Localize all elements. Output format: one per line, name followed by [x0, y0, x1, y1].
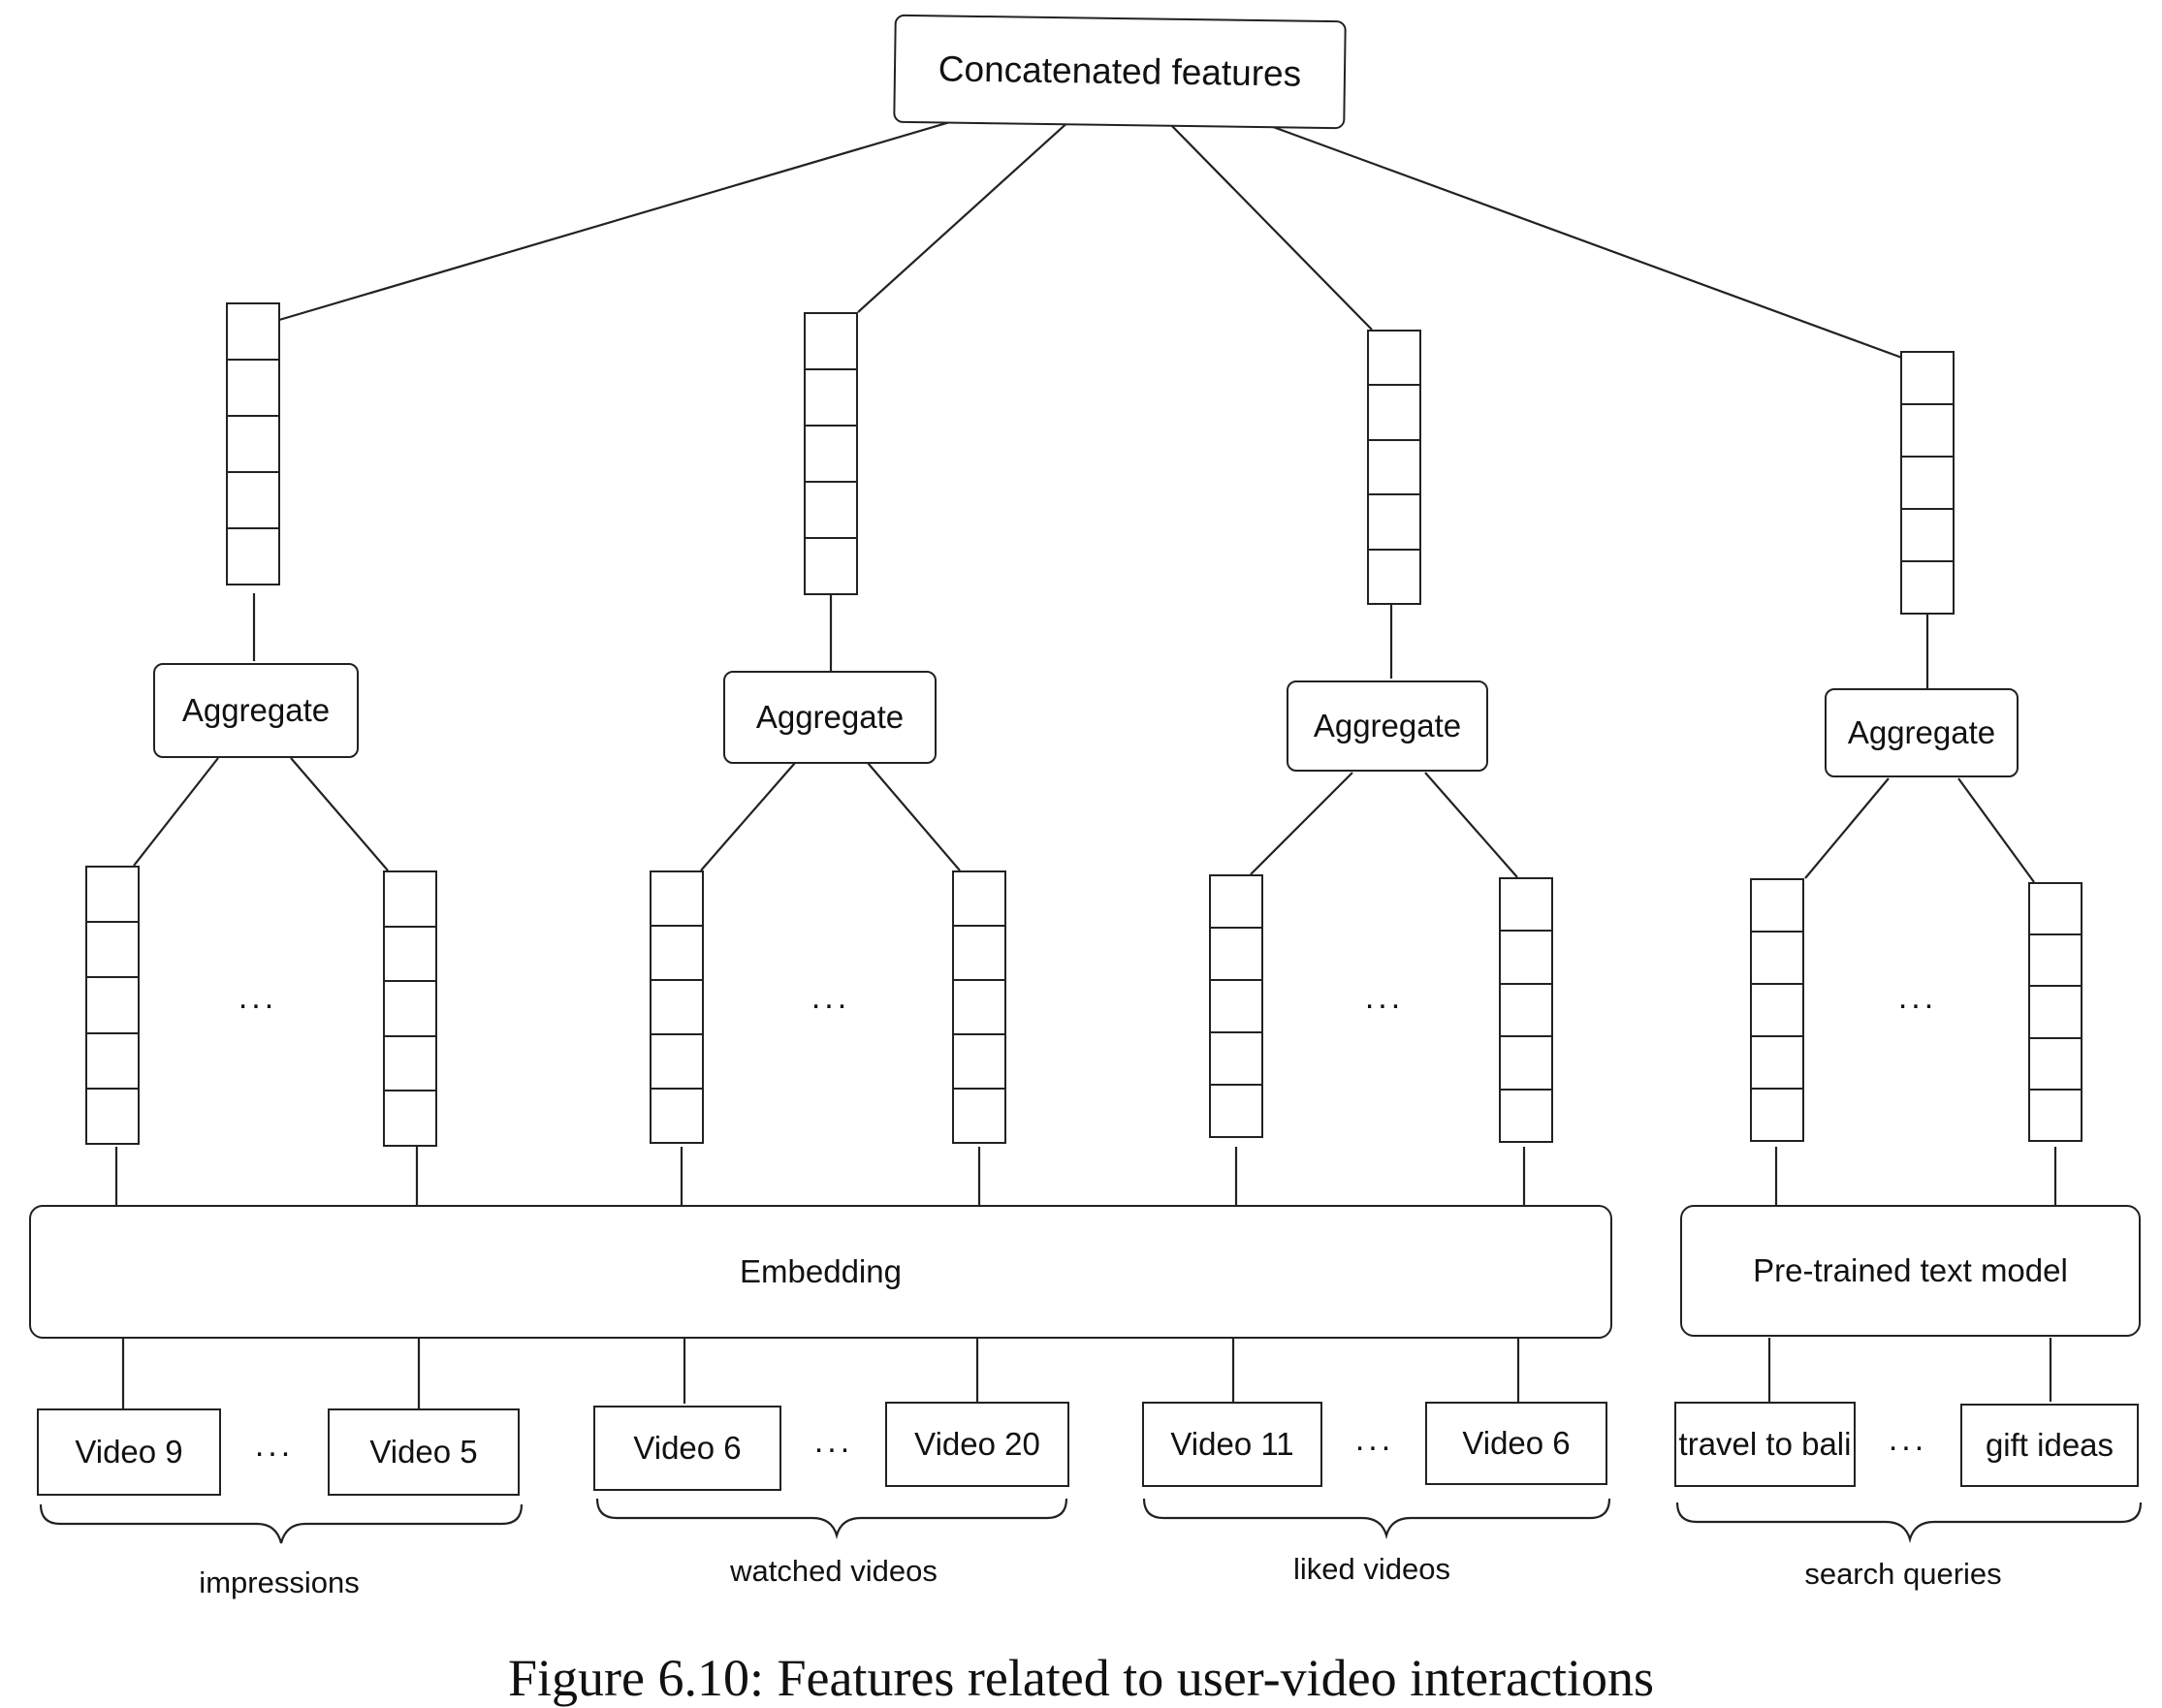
input-box: gift ideas — [1960, 1404, 2139, 1487]
figure-caption: Figure 6.10: Features related to user-vi… — [507, 1649, 1655, 1707]
group-label-search: search queries — [1804, 1557, 2002, 1591]
ellipsis: ... — [811, 979, 851, 1016]
aggregate-box-impressions: Aggregate — [153, 663, 359, 758]
input-box: Video 5 — [328, 1408, 520, 1496]
input-box: Video 11 — [1142, 1402, 1322, 1487]
ellipsis: ... — [1888, 1421, 1928, 1458]
ellipsis: ... — [1364, 979, 1405, 1016]
input-box: Video 9 — [37, 1408, 221, 1496]
item-vector — [1209, 874, 1263, 1138]
item-vector — [2028, 882, 2083, 1142]
input-box: Video 6 — [1425, 1402, 1607, 1485]
ellipsis: ... — [238, 979, 278, 1016]
group-vector-search — [1900, 351, 1955, 615]
group-label-watched: watched videos — [730, 1554, 938, 1588]
group-vector-impressions — [226, 302, 280, 585]
ellipsis: ... — [1897, 979, 1938, 1016]
item-vector — [1750, 878, 1804, 1142]
input-box: travel to bali — [1674, 1402, 1856, 1487]
aggregate-box-liked: Aggregate — [1287, 680, 1488, 772]
aggregate-box-watched: Aggregate — [723, 671, 937, 764]
ellipsis: ... — [254, 1427, 295, 1464]
pretrained-text-model-box: Pre-trained text model — [1680, 1205, 2141, 1337]
item-vector — [85, 866, 140, 1145]
aggregate-box-search: Aggregate — [1825, 688, 2019, 777]
input-box: Video 6 — [593, 1406, 781, 1491]
input-box: Video 20 — [885, 1402, 1069, 1487]
ellipsis: ... — [813, 1423, 854, 1460]
item-vector — [952, 870, 1006, 1144]
group-label-liked: liked videos — [1293, 1552, 1450, 1586]
item-vector — [1499, 877, 1553, 1143]
item-vector — [383, 870, 437, 1147]
group-vector-liked — [1367, 330, 1421, 605]
group-vector-watched — [804, 312, 858, 595]
group-label-impressions: impressions — [199, 1566, 360, 1599]
embedding-box: Embedding — [29, 1205, 1612, 1339]
concatenated-features-box: Concatenated features — [893, 14, 1347, 130]
ellipsis: ... — [1354, 1421, 1395, 1458]
item-vector — [650, 870, 704, 1144]
